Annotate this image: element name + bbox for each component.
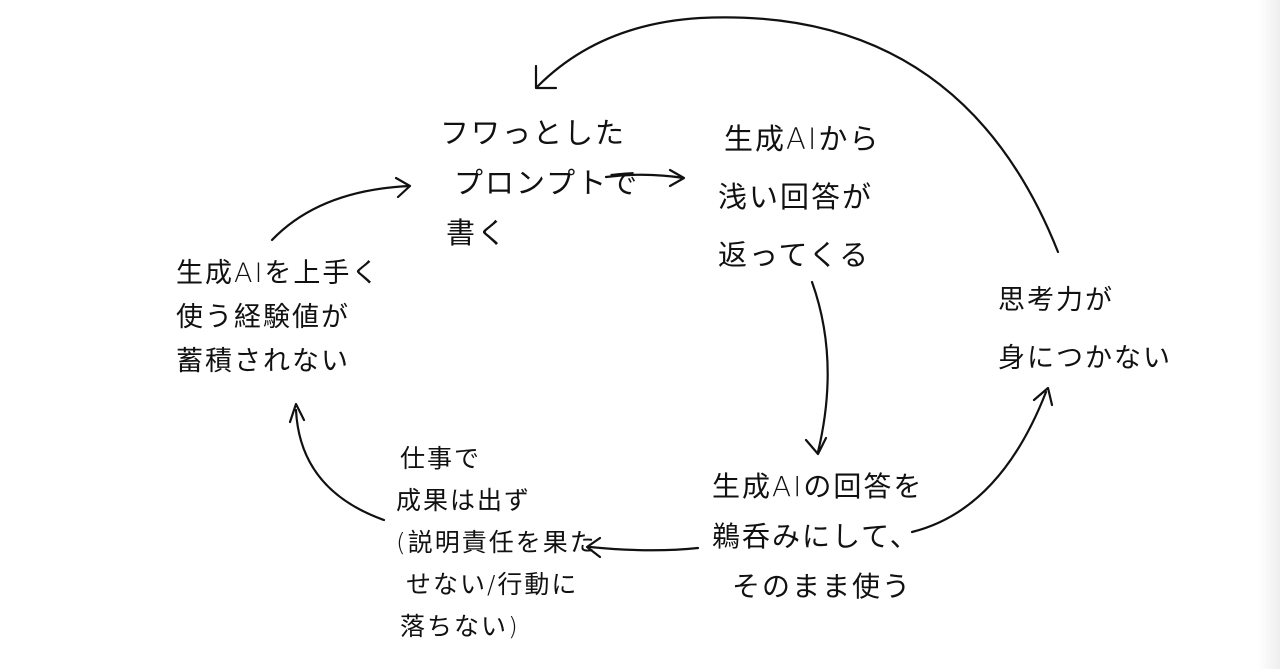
node-text-line: プロンプトで	[454, 166, 640, 200]
node-text-line: 蓄積されない	[176, 346, 350, 377]
node-text-line: フワっとした	[440, 116, 627, 150]
node-text-line: 落ちない)	[400, 612, 520, 641]
node-text-line: 使う経験値が	[176, 302, 350, 333]
node-text-line: 浅い回答が	[718, 180, 874, 214]
node-swallow-answer: 生成AIの回答を 鵜呑みにして、 そのまま使う	[712, 462, 923, 612]
node-text-line: 仕事で	[400, 444, 482, 473]
node-shallow-answer: 生成AIから 浅い回答が 返ってくる	[718, 110, 880, 284]
node-no-experience: 生成AIを上手く 使う経験値が 蓄積されない	[176, 252, 380, 384]
arrow-experience-to-prompt	[270, 176, 412, 242]
node-no-thinking-skill: 思考力が 身につかない	[998, 272, 1172, 388]
node-text-line: 身につかない	[998, 343, 1172, 374]
node-text-line: 鵜呑みにして、	[712, 520, 920, 553]
node-vague-prompt: フワっとした プロンプトで 書く	[440, 108, 639, 258]
arrow-thinking-to-prompt	[534, 16, 1060, 254]
node-text-line: (説明責任を果た	[396, 528, 597, 557]
arrow-work-to-experience	[288, 402, 386, 522]
node-text-line: 生成AIの回答を	[712, 470, 924, 503]
arrow-prompt-to-answer	[604, 168, 686, 188]
node-text-line: せない/行動に	[406, 570, 579, 599]
node-text-line: 思考力が	[998, 285, 1114, 316]
node-text-line: そのまま使う	[732, 570, 913, 603]
node-text-line: 書く	[446, 216, 509, 250]
arrow-swallow-to-work	[585, 536, 700, 559]
arrow-answer-to-swallow	[804, 280, 829, 456]
arrow-swallow-to-thinking	[910, 386, 1054, 534]
node-text-line: 生成AIを上手く	[176, 258, 381, 289]
page-edge-shadow	[1258, 0, 1280, 669]
node-no-work-results: 仕事で 成果は出ず (説明責任を果た せない/行動に 落ちない)	[396, 438, 597, 648]
node-text-line: 生成AIから	[724, 122, 881, 156]
node-text-line: 返ってくる	[718, 238, 871, 272]
node-text-line: 成果は出ず	[396, 486, 532, 515]
